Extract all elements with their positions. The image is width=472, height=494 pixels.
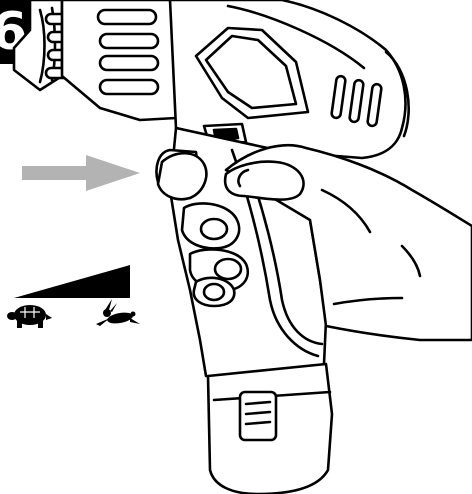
press-direction-arrow xyxy=(22,155,140,191)
middle-finger xyxy=(182,203,239,248)
index-finger xyxy=(158,153,206,199)
little-finger xyxy=(194,278,235,306)
hare-icon xyxy=(96,299,140,326)
tortoise-icon xyxy=(7,305,52,328)
thumb xyxy=(225,162,303,200)
speed-ramp-wedge xyxy=(14,265,130,298)
